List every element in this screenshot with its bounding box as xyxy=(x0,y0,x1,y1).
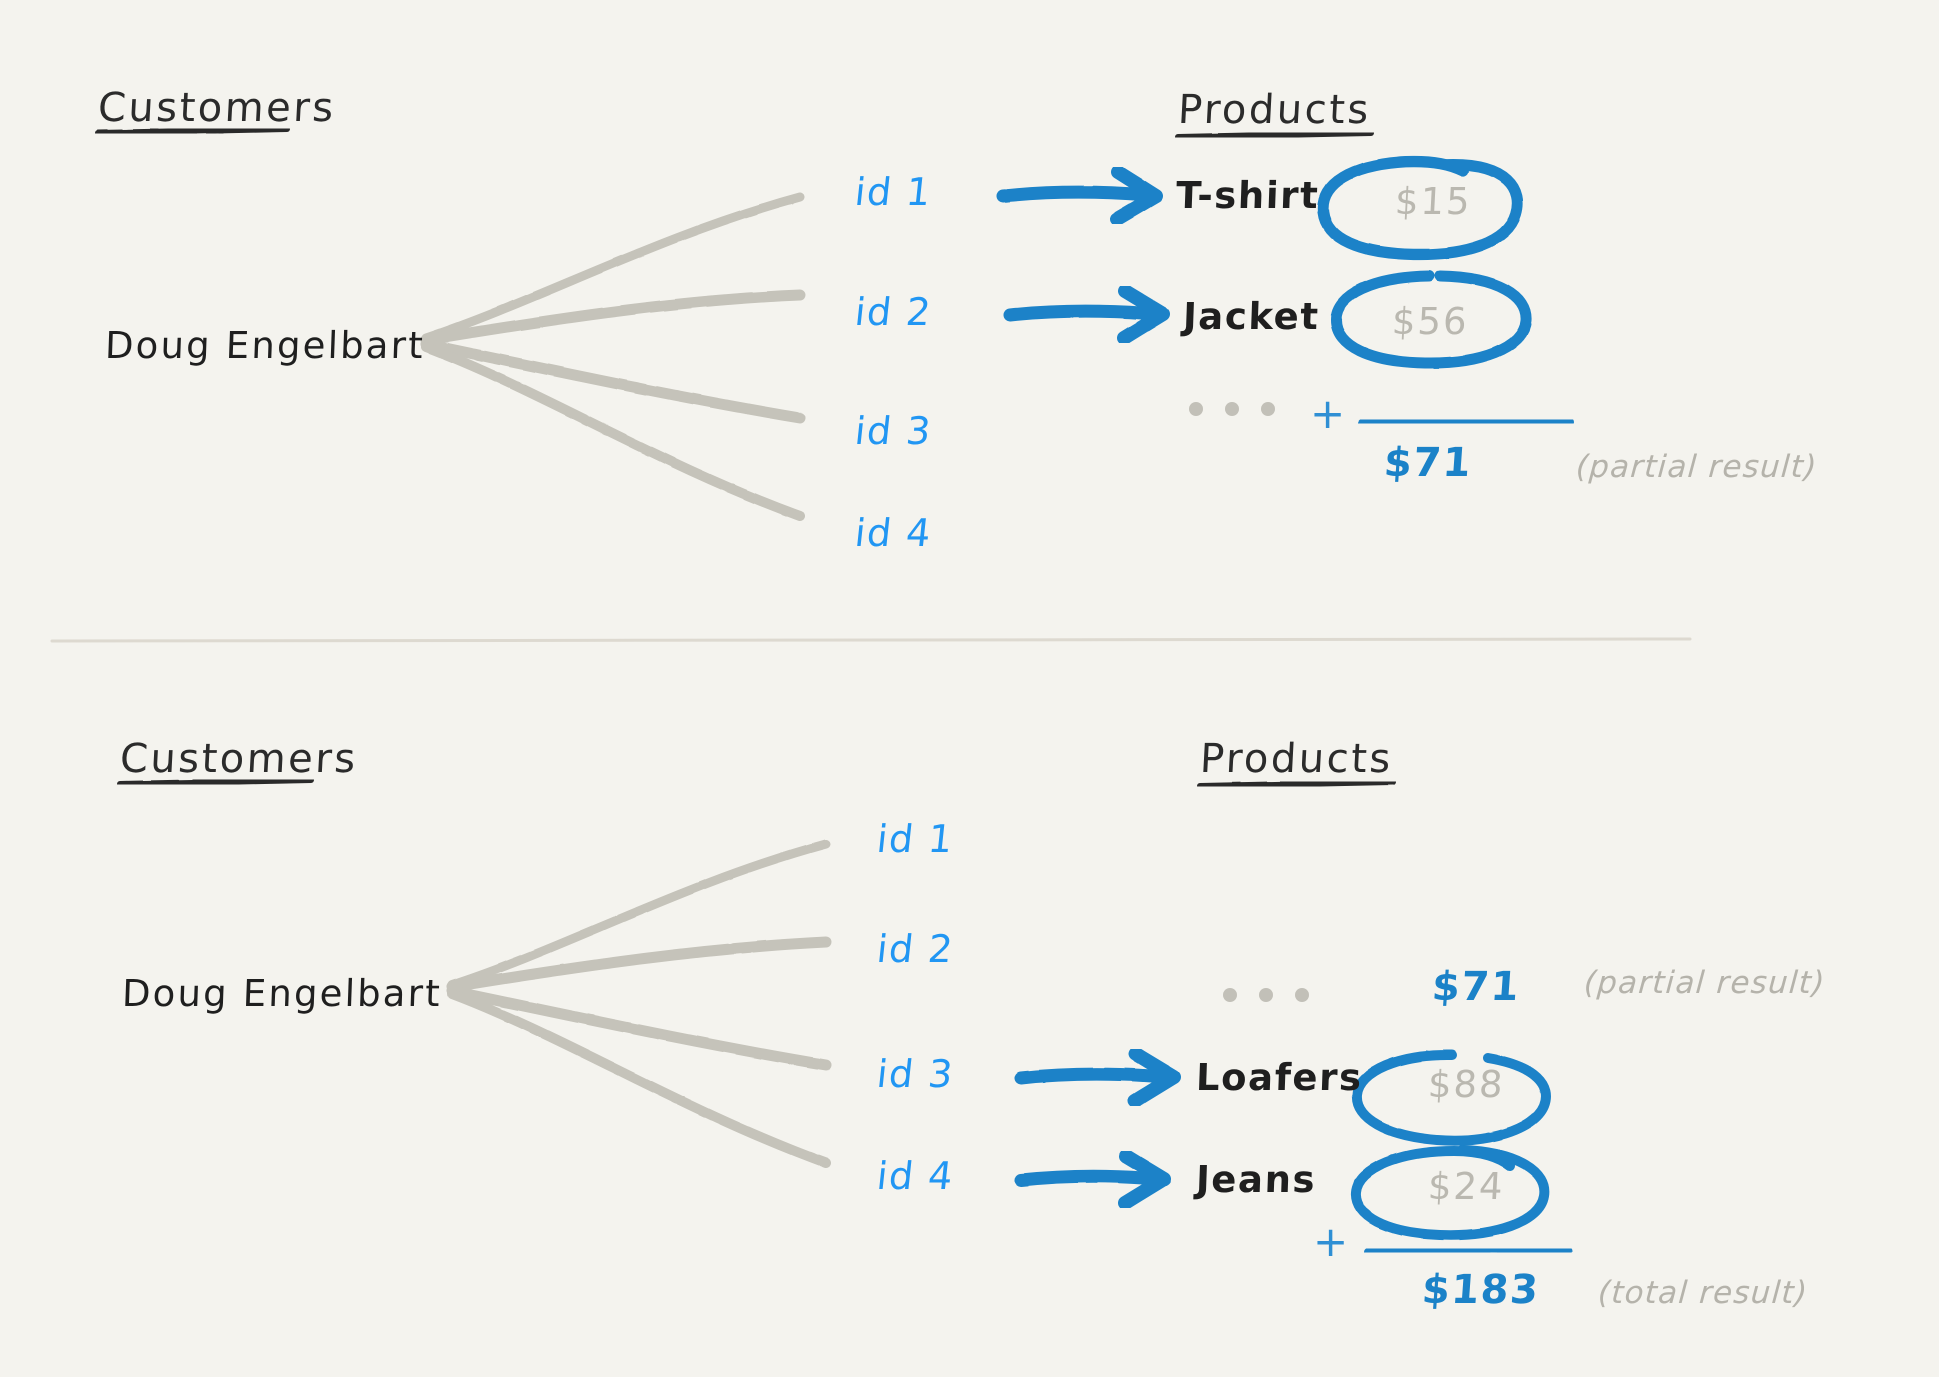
bottom-carried-note: (partial result) xyxy=(1582,965,1827,1001)
top-product-name-2: Jacket xyxy=(1182,295,1321,338)
bottom-product-name-4: Jeans xyxy=(1195,1158,1317,1201)
bottom-carried-value: $71 xyxy=(1430,964,1522,1010)
bottom-product-name-3: Loafers xyxy=(1195,1056,1364,1099)
bottom-customer-name: Doug Engelbart xyxy=(121,972,443,1015)
top-product-name-1: T-shirt xyxy=(1175,174,1321,217)
bottom-sum-rule xyxy=(1364,1244,1572,1256)
top-price-1: $15 xyxy=(1393,180,1473,223)
bottom-customers-heading: Customers xyxy=(118,736,359,782)
top-products-underline xyxy=(1175,130,1374,140)
top-id-label-3: id 3 xyxy=(852,409,935,453)
bottom-sum-note: (total result) xyxy=(1596,1275,1810,1311)
top-fan-lines xyxy=(420,192,806,521)
top-arrow-id1 xyxy=(996,165,1163,226)
bottom-sum-value: $183 xyxy=(1420,1267,1541,1313)
bottom-products-underline xyxy=(1197,779,1396,789)
bottom-ellipsis-dots xyxy=(1223,988,1309,1002)
bottom-fan-lines xyxy=(446,839,832,1168)
top-customer-name: Doug Engelbart xyxy=(104,324,426,367)
top-sum-rule xyxy=(1358,415,1574,427)
bottom-arrow-id3 xyxy=(1014,1047,1181,1108)
top-customers-heading: Customers xyxy=(96,85,337,131)
bottom-price-3: $88 xyxy=(1426,1063,1506,1106)
bottom-id-label-2: id 2 xyxy=(874,927,957,971)
top-products-heading: Products xyxy=(1176,87,1372,133)
panel-divider xyxy=(50,637,1692,643)
top-arrow-id2 xyxy=(1003,284,1170,345)
top-price-2: $56 xyxy=(1390,300,1470,343)
top-ellipsis-dots xyxy=(1189,402,1275,416)
bottom-plus-sign: + xyxy=(1313,1217,1349,1266)
top-sum-note: (partial result) xyxy=(1574,449,1819,485)
bottom-id-label-3: id 3 xyxy=(874,1052,957,1096)
bottom-id-label-1: id 1 xyxy=(874,817,957,861)
top-id-label-1: id 1 xyxy=(852,170,935,214)
top-id-label-4: id 4 xyxy=(852,511,935,555)
bottom-products-heading: Products xyxy=(1198,736,1394,782)
bottom-arrow-id4 xyxy=(1014,1149,1171,1210)
top-id-label-2: id 2 xyxy=(852,290,935,334)
bottom-price-4: $24 xyxy=(1426,1165,1506,1208)
top-sum-value: $71 xyxy=(1382,440,1474,486)
top-plus-sign: + xyxy=(1310,389,1346,438)
bottom-id-label-4: id 4 xyxy=(874,1154,957,1198)
